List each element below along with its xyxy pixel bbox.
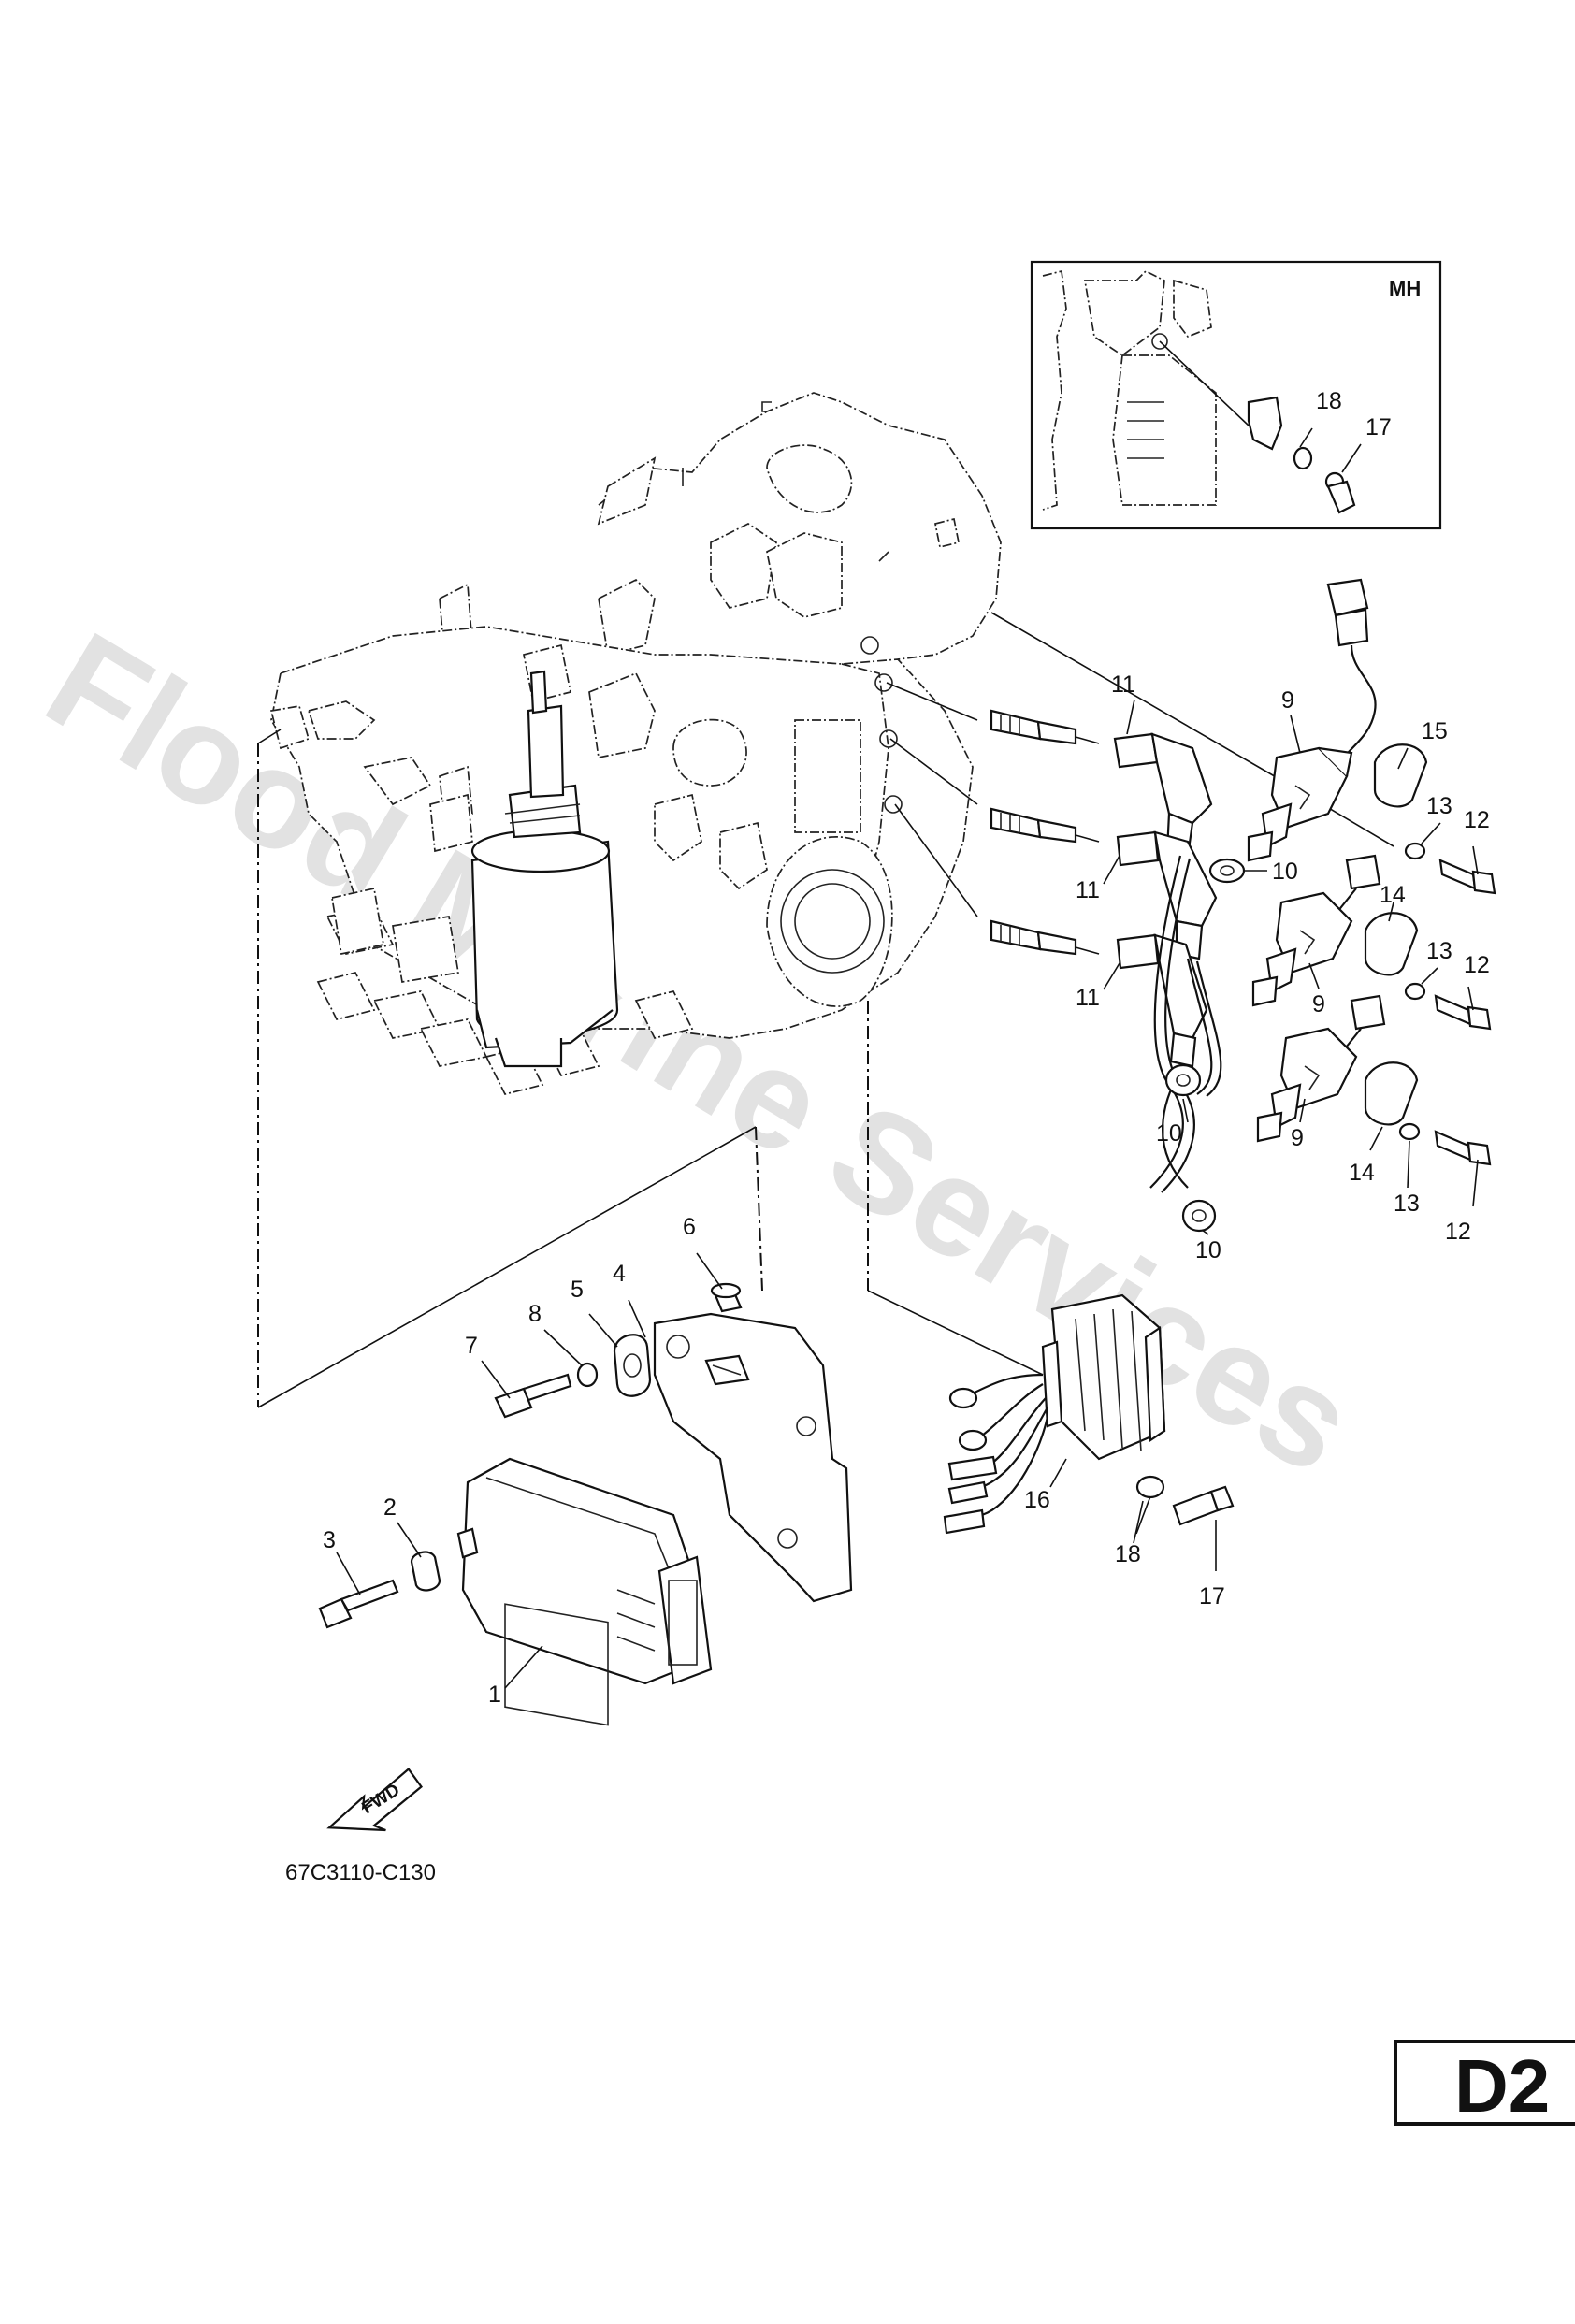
- callout-10: 10: [1195, 1237, 1221, 1263]
- callout-15: 15: [1422, 718, 1448, 744]
- callout-16: 16: [1024, 1487, 1050, 1513]
- callout-8: 8: [528, 1301, 542, 1327]
- callout-17: 17: [1365, 414, 1392, 440]
- callout-9: 9: [1291, 1125, 1304, 1151]
- diagram-code: 67C3110-C130: [285, 1860, 436, 1885]
- callout-12: 12: [1464, 952, 1490, 978]
- callout-1: 1: [488, 1682, 501, 1708]
- callout-2: 2: [383, 1494, 397, 1521]
- callout-12: 12: [1464, 807, 1490, 833]
- callout-18: 18: [1115, 1541, 1141, 1567]
- callout-3: 3: [323, 1527, 336, 1553]
- rectifier-regulator: [943, 1293, 1235, 1535]
- callout-11: 11: [1111, 671, 1135, 698]
- callout-10: 10: [1156, 1120, 1182, 1147]
- starter-motor: [331, 670, 619, 1068]
- callout-11: 11: [1076, 877, 1100, 903]
- spark-plug: [990, 919, 1100, 956]
- callout-9: 9: [1281, 687, 1294, 714]
- page-tag: D2: [1394, 2040, 1575, 2128]
- fwd-arrow-icon: FWD: [326, 1768, 423, 1832]
- plug-caps: [1113, 732, 1246, 1233]
- spark-plug: [990, 807, 1100, 844]
- callout-leaders: [336, 699, 1479, 1689]
- page-tag-label: D2: [1454, 2044, 1550, 2128]
- callout-18: 18: [1316, 388, 1342, 414]
- callout-numbers: 11 11 11 9 9 9 10 10 10 15 14 14 13 13 1…: [323, 671, 1490, 1708]
- callout-13: 13: [1394, 1191, 1420, 1217]
- leader-lines: [257, 612, 1394, 1408]
- inset-label: MH: [1389, 277, 1421, 300]
- callout-12: 12: [1445, 1219, 1471, 1245]
- cdi-unit: [318, 1457, 713, 1726]
- callout-9: 9: [1312, 991, 1325, 1018]
- callout-13: 13: [1426, 793, 1452, 819]
- ignition-coils: [1247, 578, 1386, 1143]
- callout-14: 14: [1380, 882, 1406, 908]
- callout-11: 11: [1076, 985, 1100, 1011]
- callout-4: 4: [613, 1261, 626, 1287]
- callout-6: 6: [683, 1214, 696, 1240]
- spark-plugs: [990, 709, 1100, 956]
- callout-13: 13: [1426, 938, 1452, 964]
- callout-5: 5: [571, 1277, 584, 1303]
- callout-10: 10: [1272, 859, 1298, 885]
- spark-plug: [990, 709, 1100, 745]
- mh-inset: MH 18 17: [1030, 260, 1442, 530]
- fasteners-right: [1364, 743, 1496, 1166]
- callout-17: 17: [1199, 1583, 1225, 1609]
- engine-block: [269, 392, 1002, 1095]
- callout-7: 7: [465, 1333, 478, 1359]
- mounting-bracket: [494, 1282, 853, 1603]
- callout-14: 14: [1349, 1160, 1375, 1186]
